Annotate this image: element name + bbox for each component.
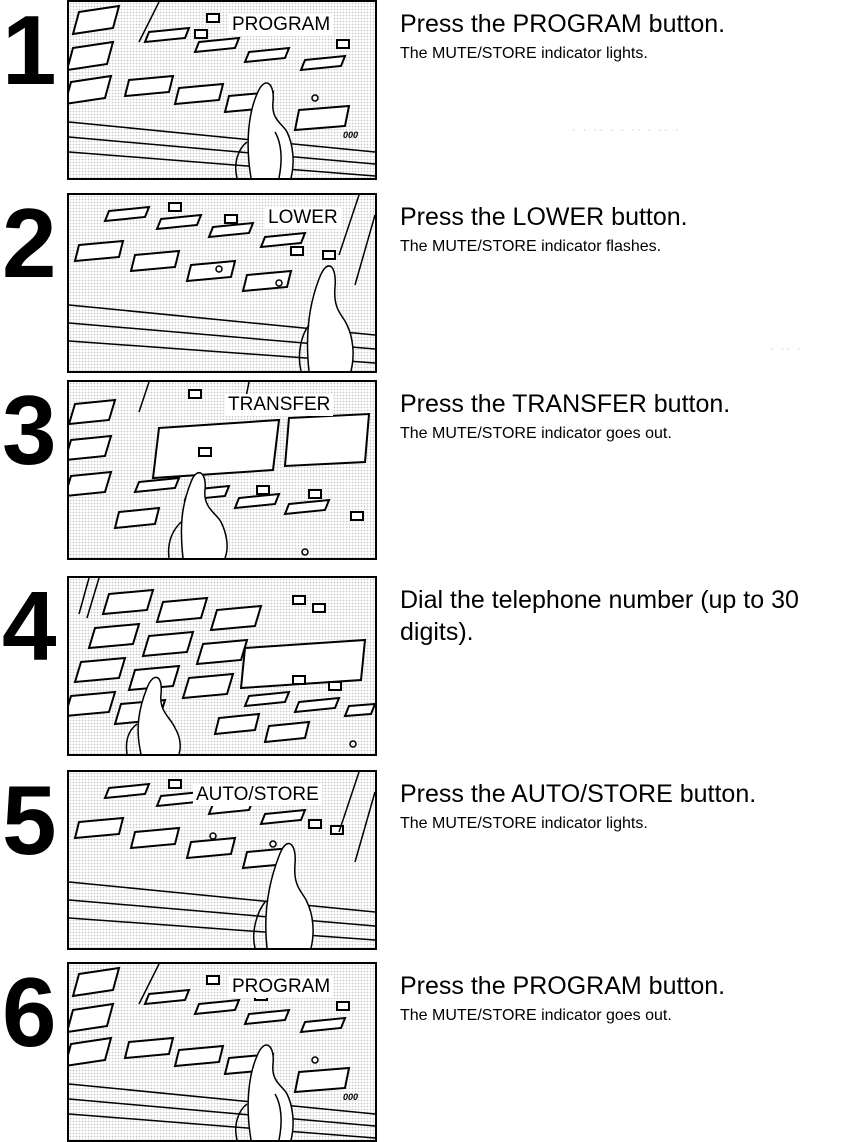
key-code-label: 000 xyxy=(343,130,358,140)
step-subtitle: The MUTE/STORE indicator lights. xyxy=(400,44,648,64)
step-1: 1 xyxy=(0,0,853,180)
illustration-panel: AUTO/STORE xyxy=(67,770,377,950)
illustration-panel: PROGRAM 000 xyxy=(67,962,377,1142)
step-number: 1 xyxy=(2,0,64,100)
key-code-label: 000 xyxy=(343,1092,358,1102)
panel-button-label: PROGRAM xyxy=(229,14,333,36)
step-title: Press the PROGRAM button. xyxy=(400,970,725,1002)
step-4: 4 xyxy=(0,576,853,756)
step-number: 5 xyxy=(2,770,64,870)
illustration-panel: LOWER xyxy=(67,193,377,373)
step-number: 6 xyxy=(2,962,64,1062)
illustration-panel: PROGRAM 000 xyxy=(67,0,377,180)
step-number: 4 xyxy=(2,576,64,676)
illustration-panel xyxy=(67,576,377,756)
scan-artifact: · ·· · xyxy=(770,343,803,355)
step-title: Press the TRANSFER button. xyxy=(400,388,730,420)
phone-keypad-illustration xyxy=(69,578,375,754)
step-title: Press the AUTO/STORE button. xyxy=(400,778,756,810)
step-3: 3 xyxy=(0,380,853,560)
step-6: 6 xyxy=(0,962,853,1142)
step-2: 2 xyxy=(0,193,853,373)
panel-button-label: AUTO/STORE xyxy=(193,784,322,806)
step-title: Press the PROGRAM button. xyxy=(400,8,725,40)
step-subtitle: The MUTE/STORE indicator flashes. xyxy=(400,237,661,257)
step-title: Press the LOWER button. xyxy=(400,201,688,233)
step-subtitle: The MUTE/STORE indicator goes out. xyxy=(400,424,672,444)
step-number: 3 xyxy=(2,380,64,480)
scan-artifact: · · ·· · · ·· · ·· · xyxy=(572,124,680,136)
illustration-panel: TRANSFER xyxy=(67,380,377,560)
step-subtitle: The MUTE/STORE indicator lights. xyxy=(400,814,648,834)
panel-button-label: PROGRAM xyxy=(229,976,333,998)
panel-button-label: TRANSFER xyxy=(225,394,333,416)
step-5: 5 xyxy=(0,770,853,950)
step-subtitle: The MUTE/STORE indicator goes out. xyxy=(400,1006,672,1026)
panel-button-label: LOWER xyxy=(265,207,341,229)
step-title: Dial the telephone number (up to 30 digi… xyxy=(400,584,840,648)
step-number: 2 xyxy=(2,193,64,293)
